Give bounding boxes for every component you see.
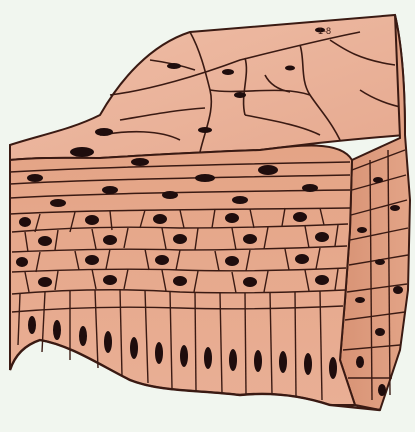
surface-squamous-layer: 1-8 [10,15,405,160]
front-face [10,146,355,405]
top-label: 1-8 [318,26,331,36]
